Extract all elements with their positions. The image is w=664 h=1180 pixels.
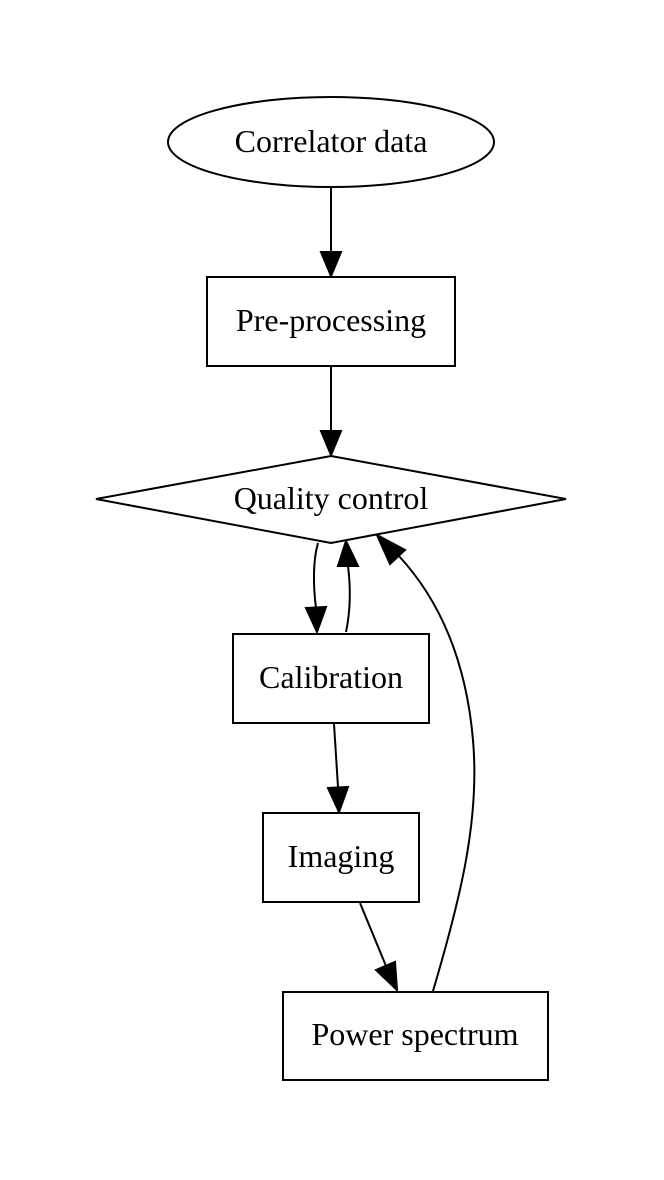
node-quality-control-label: Quality control [234, 480, 429, 516]
edge-calibration-to-quality [336, 538, 360, 633]
edge-power-to-quality [374, 532, 476, 992]
node-power-spectrum-label: Power spectrum [311, 1016, 518, 1052]
edges [304, 188, 476, 993]
node-calibration: Calibration [232, 633, 430, 724]
node-pre-processing-label: Pre-processing [236, 302, 426, 338]
edge-preprocessing-to-quality [319, 367, 343, 458]
edge-imaging-to-power [359, 902, 399, 993]
node-power-spectrum: Power spectrum [282, 991, 549, 1081]
node-imaging: Imaging [262, 812, 420, 903]
node-calibration-label: Calibration [259, 659, 403, 695]
edge-quality-to-calibration [304, 542, 328, 635]
node-correlator-data-label: Correlator data [235, 123, 428, 159]
node-quality-control: Quality control [95, 454, 567, 545]
node-imaging-label: Imaging [288, 838, 395, 874]
node-correlator-data: Correlator data [167, 96, 495, 188]
edge-calibration-to-imaging [326, 723, 350, 815]
node-pre-processing: Pre-processing [206, 276, 456, 367]
edge-correlator-to-preprocessing [319, 188, 343, 279]
